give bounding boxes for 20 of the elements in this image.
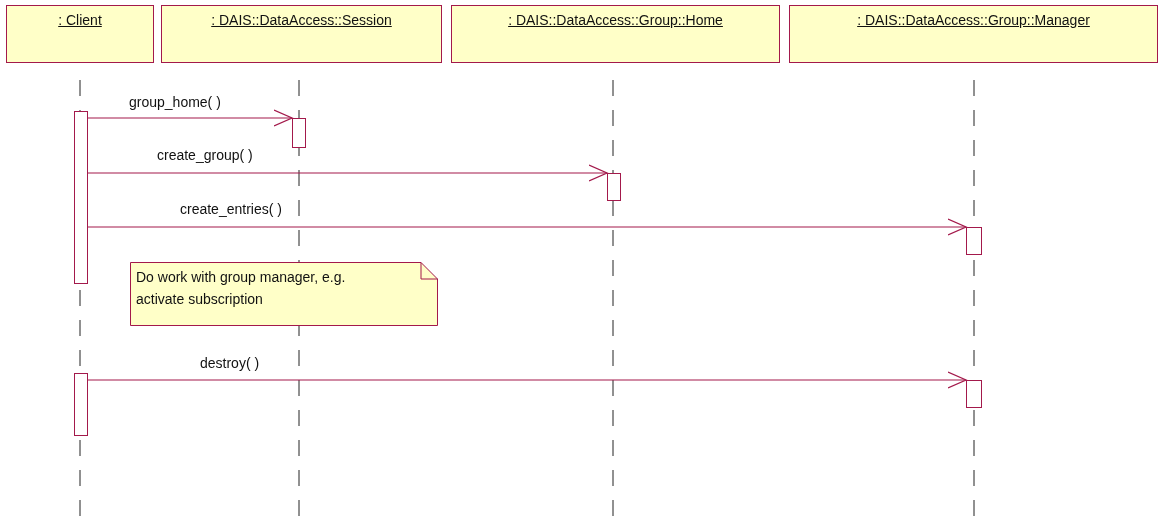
object-name: : DAIS::DataAccess::Group::Manager bbox=[857, 11, 1090, 30]
object-box bbox=[6, 5, 154, 63]
message-arrow bbox=[87, 109, 293, 127]
object-box bbox=[451, 5, 780, 63]
object-box bbox=[789, 5, 1158, 63]
note bbox=[130, 262, 438, 326]
activation-bar bbox=[607, 173, 621, 201]
activation-bar bbox=[74, 373, 88, 436]
note-text: Do work with group manager, e.g. activate subscription bbox=[135, 268, 347, 309]
activation-bar bbox=[966, 227, 982, 255]
message-arrow bbox=[87, 218, 967, 236]
object-box bbox=[161, 5, 442, 63]
activation-bar bbox=[74, 111, 88, 284]
object-name: : DAIS::DataAccess::Session bbox=[211, 11, 392, 30]
object-name: : DAIS::DataAccess::Group::Home bbox=[508, 11, 723, 30]
activation-bar bbox=[966, 380, 982, 408]
object-name: : Client bbox=[58, 11, 102, 30]
message-arrow bbox=[87, 371, 967, 389]
message-arrow bbox=[87, 164, 608, 182]
activation-bar bbox=[292, 118, 306, 148]
